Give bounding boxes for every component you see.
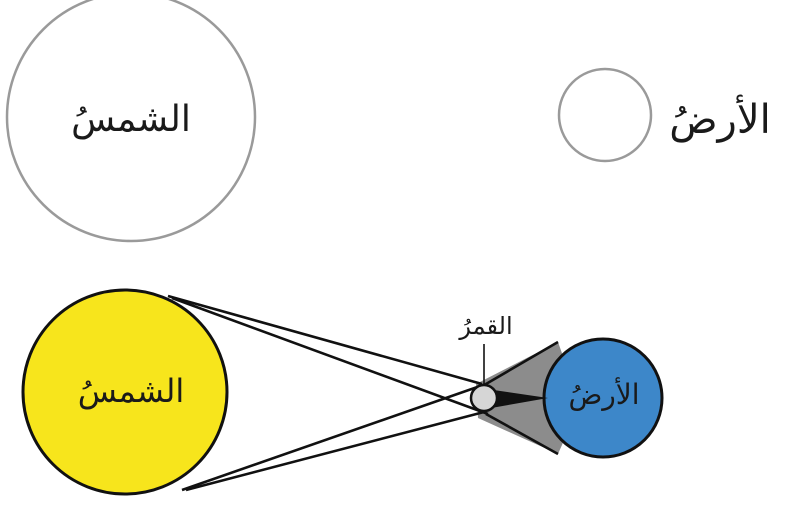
top-sun-circle (5, 0, 257, 243)
inner-tangent-top (171, 296, 489, 416)
outer-tangent-bottom (185, 410, 485, 492)
moon-label: القمرُ (458, 312, 512, 340)
top-earth-circle (557, 67, 653, 163)
tangent-lines (167, 294, 559, 492)
penumbra-edge-bottom (485, 412, 559, 456)
moon-circle (469, 383, 499, 413)
sun-circle (21, 288, 229, 496)
outer-tangent-top (167, 294, 483, 386)
sun-label: الشمسُ (78, 372, 184, 410)
inner-tangent-bottom (181, 382, 487, 492)
top-sun-label: الشمسُ (71, 99, 191, 140)
bottom-panel: الشمسُ الأرضُ القمرُ (21, 288, 664, 496)
earth-label: الأرضُ (568, 376, 639, 411)
top-panel: الشمسُ الأرضُ (5, 0, 771, 243)
top-earth-label: الأرضُ (669, 94, 771, 143)
penumbra-edge-top (485, 340, 559, 386)
